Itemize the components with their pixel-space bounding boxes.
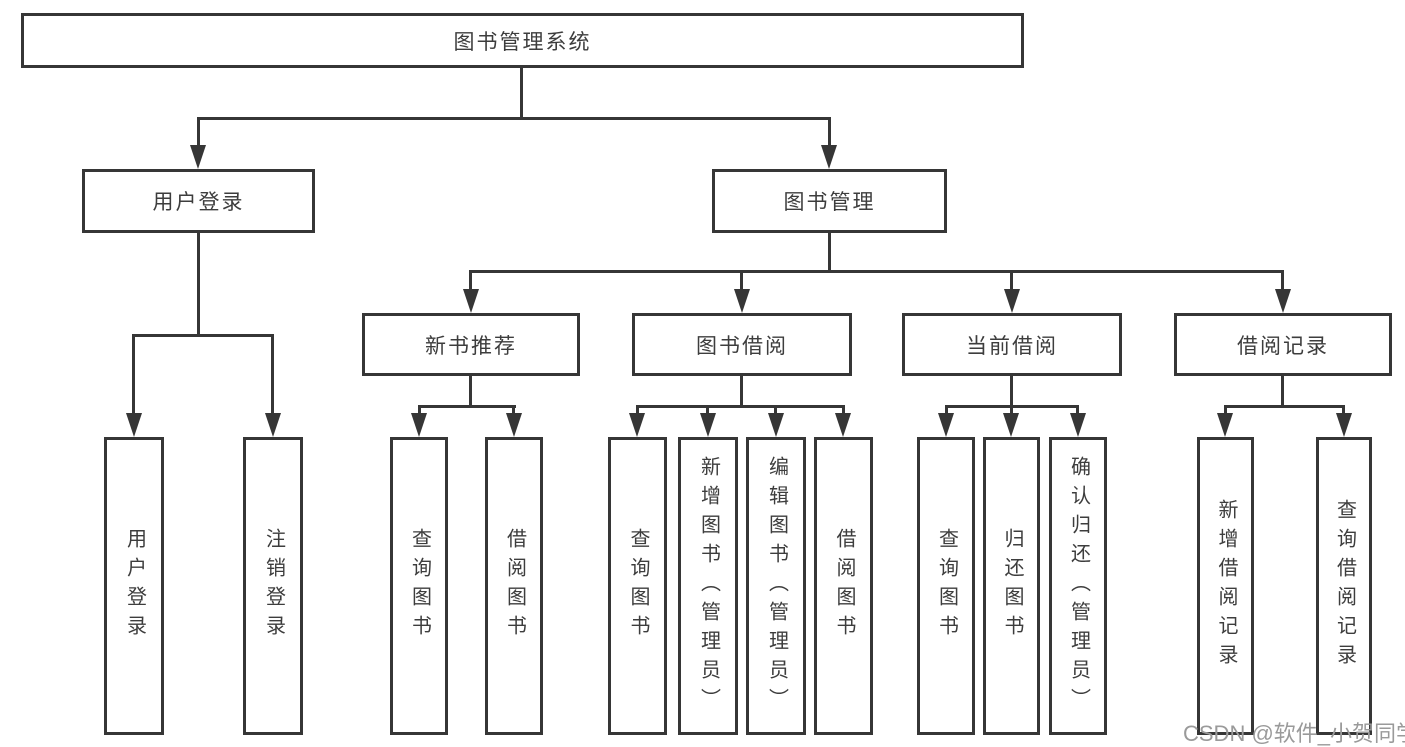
leaf-label: 查询借阅记录 <box>1333 499 1356 673</box>
leaf-query-books-current: 查询图书 <box>917 437 975 735</box>
connector-line <box>271 334 274 416</box>
arrowhead-icon <box>734 289 750 313</box>
leaf-label: 新增图书（管理员） <box>697 455 720 717</box>
connector-line <box>1010 376 1013 408</box>
arrowhead-icon <box>768 413 784 437</box>
node-book-management: 图书管理 <box>712 169 947 233</box>
node-new-book-recommendation: 新书推荐 <box>362 313 580 376</box>
connector-line <box>1224 405 1227 419</box>
arrowhead-icon <box>463 289 479 313</box>
connector-line <box>197 117 831 120</box>
leaf-label: 查询图书 <box>935 528 958 644</box>
arrowhead-icon <box>700 413 716 437</box>
connector-line <box>945 405 948 419</box>
connector-line <box>706 405 709 419</box>
connector-line <box>197 233 200 337</box>
connector-line <box>1281 376 1284 408</box>
connector-line <box>132 334 274 337</box>
arrowhead-icon <box>265 413 281 437</box>
node-user-login: 用户登录 <box>82 169 315 233</box>
leaf-label: 借阅图书 <box>503 528 526 644</box>
arrowhead-icon <box>190 145 206 169</box>
arrowhead-icon <box>1003 413 1019 437</box>
node-book-borrowing: 图书借阅 <box>632 313 852 376</box>
connector-line <box>1342 405 1345 419</box>
leaf-label: 查询图书 <box>627 528 649 644</box>
connector-line <box>512 405 515 419</box>
connector-line <box>842 405 845 419</box>
connector-line <box>1010 270 1013 292</box>
node-borrowing-records: 借阅记录 <box>1174 313 1392 376</box>
arrowhead-icon <box>1004 289 1020 313</box>
leaf-label: 用户登录 <box>123 528 146 644</box>
arrowhead-icon <box>821 145 837 169</box>
connector-line <box>1010 405 1013 419</box>
arrowhead-icon <box>835 413 851 437</box>
connector-line <box>828 233 831 273</box>
connector-line <box>520 68 523 120</box>
leaf-logout-login: 注销登录 <box>243 437 303 735</box>
leaf-borrow-books-borrowing: 借阅图书 <box>814 437 873 735</box>
leaf-user-login: 用户登录 <box>104 437 164 735</box>
arrowhead-icon <box>1070 413 1086 437</box>
arrowhead-icon <box>1336 413 1352 437</box>
leaf-label: 借阅图书 <box>833 528 855 644</box>
connector-line <box>418 405 516 408</box>
arrowhead-icon <box>126 413 142 437</box>
leaf-confirm-return-admin: 确认归还（管理员） <box>1049 437 1107 735</box>
leaf-label: 编辑图书（管理员） <box>765 455 788 717</box>
connector-line <box>828 117 831 149</box>
connector-line <box>469 270 472 292</box>
connector-line <box>418 405 421 419</box>
connector-line <box>740 270 743 292</box>
leaf-query-books-recommend: 查询图书 <box>390 437 448 735</box>
arrowhead-icon <box>938 413 954 437</box>
connector-line <box>636 405 639 419</box>
leaf-label: 归还图书 <box>1001 528 1023 644</box>
leaf-add-borrow-record: 新增借阅记录 <box>1197 437 1254 735</box>
connector-line <box>1281 270 1284 292</box>
arrowhead-icon <box>1275 289 1291 313</box>
watermark: CSDN @软件_小贺同学 <box>1183 721 1405 746</box>
arrowhead-icon <box>411 413 427 437</box>
connector-line <box>132 334 135 416</box>
leaf-edit-books-admin: 编辑图书（管理员） <box>746 437 806 735</box>
arrowhead-icon <box>629 413 645 437</box>
leaf-label: 注销登录 <box>262 528 285 644</box>
connector-line <box>469 270 1284 273</box>
leaf-borrow-books-recommend: 借阅图书 <box>485 437 543 735</box>
leaf-query-books-borrowing: 查询图书 <box>608 437 667 735</box>
connector-line <box>636 405 845 408</box>
arrowhead-icon <box>1217 413 1233 437</box>
leaf-label: 新增借阅记录 <box>1215 499 1237 673</box>
leaf-label: 查询图书 <box>408 528 431 644</box>
connector-line <box>740 376 743 408</box>
leaf-add-books-admin: 新增图书（管理员） <box>678 437 738 735</box>
connector-line <box>774 405 777 419</box>
connector-line <box>197 117 200 149</box>
leaf-query-borrow-record: 查询借阅记录 <box>1316 437 1372 735</box>
connector-line <box>1076 405 1079 419</box>
node-library-system: 图书管理系统 <box>21 13 1024 68</box>
leaf-label: 确认归还（管理员） <box>1067 455 1090 717</box>
connector-line <box>1224 405 1345 408</box>
leaf-return-books: 归还图书 <box>983 437 1040 735</box>
connector-line <box>469 376 472 408</box>
node-current-borrowing: 当前借阅 <box>902 313 1122 376</box>
arrowhead-icon <box>506 413 522 437</box>
